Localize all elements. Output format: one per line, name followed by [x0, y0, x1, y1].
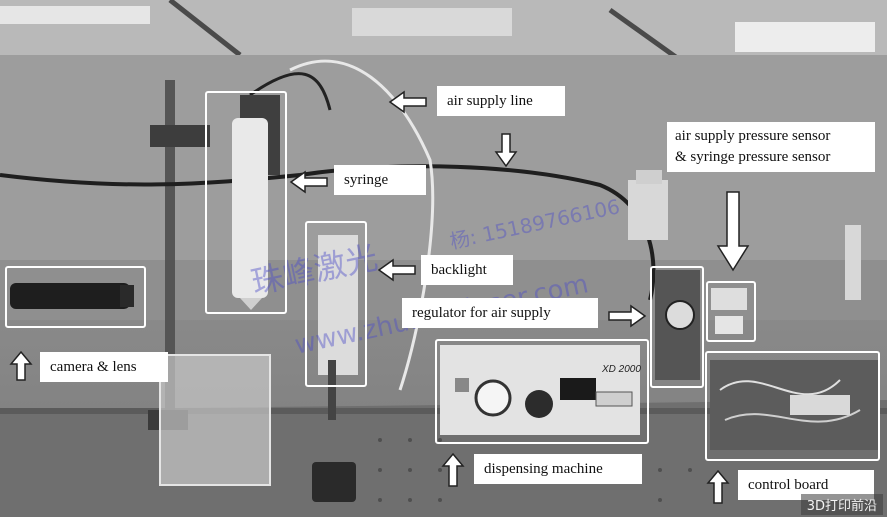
control-board-highlight [705, 351, 880, 461]
label-pressure-sensor-line2: & syringe pressure sensor [675, 149, 831, 165]
arrow-up-icon [441, 452, 465, 487]
arrow-up-icon [706, 469, 730, 504]
backlight-highlight [305, 221, 367, 387]
label-syringe: syringe [334, 165, 426, 195]
arrow-down-icon [494, 133, 518, 168]
arrow-left-icon [289, 170, 328, 194]
arrow-left-icon [377, 258, 416, 282]
label-regulator: regulator for air supply [402, 298, 598, 328]
label-backlight: backlight [421, 255, 513, 285]
label-pressure-sensor-line1: air supply pressure sensor [675, 128, 831, 144]
pressure-sensor-highlight [706, 281, 756, 342]
dispensing-machine-highlight [435, 339, 649, 444]
arrow-down-icon [716, 191, 750, 272]
label-camera-lens: camera & lens [40, 352, 168, 382]
arrow-right-icon [608, 304, 647, 328]
corner-tag: 3D打印前沿 [800, 494, 883, 515]
regulator-highlight [650, 266, 704, 388]
label-dispensing-machine: dispensing machine [474, 454, 642, 484]
arrow-left-icon [388, 90, 427, 114]
label-air-supply-line: air supply line [437, 86, 565, 116]
arrow-up-icon [9, 350, 33, 381]
syringe-highlight [205, 91, 287, 314]
camera-highlight [5, 266, 146, 328]
machine-model-text: XD 2000 [602, 364, 641, 375]
label-pressure-sensor: air supply pressure sensor & syringe pre… [667, 122, 875, 172]
